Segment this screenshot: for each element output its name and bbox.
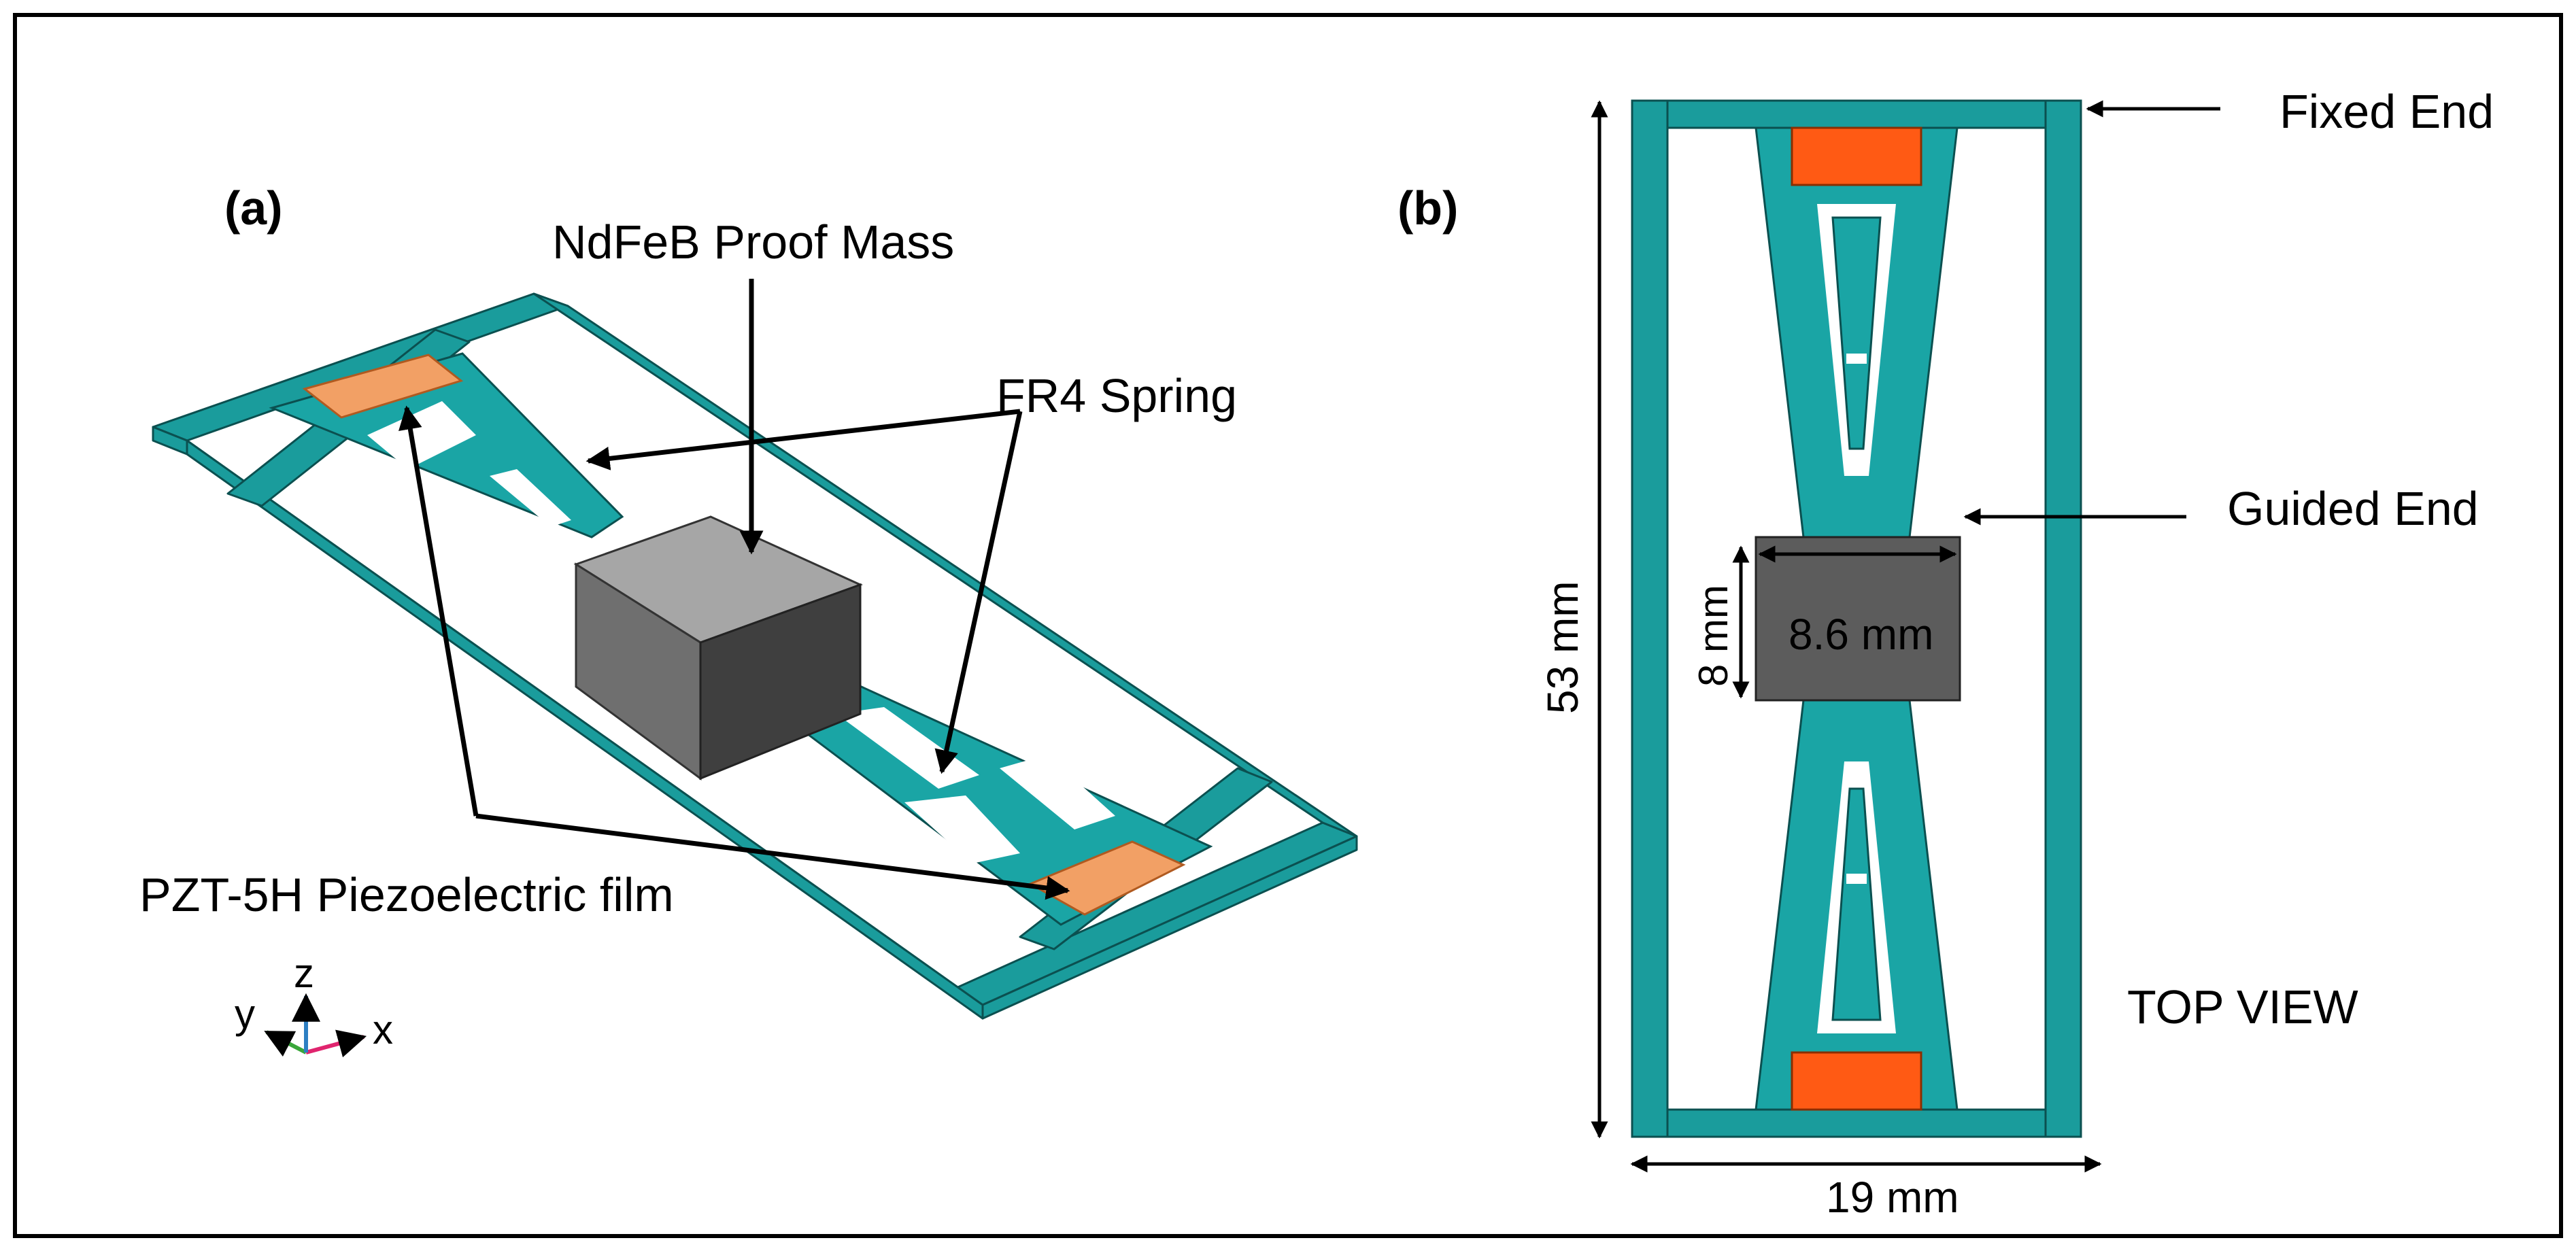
spring-upper-slot-bridge: [1846, 354, 1867, 364]
spring-lower-slot-core: [1831, 787, 1882, 1021]
proof-mass-cube: [573, 515, 863, 781]
spring-right-slot-3: [1000, 755, 1115, 829]
spring-right-slot-2: [904, 795, 1020, 863]
spring-left-slot-1: [367, 401, 476, 469]
panel-a-label: (a): [224, 182, 283, 235]
frame-3d: [152, 292, 1358, 1020]
dimension-lines: [1591, 100, 2220, 1173]
fixed-end-label: Fixed End: [2280, 85, 2494, 138]
axis-z-label: z: [294, 950, 314, 996]
axis-x-label: x: [373, 1007, 393, 1052]
arrow-spring-left: [586, 409, 1021, 470]
dim-8-6mm-label: 8.6 mm: [1789, 610, 1933, 659]
annotation-arrows-a: [399, 279, 1070, 900]
panel-a-3d-view: (a) NdFeB Proof Mass FR4 Spring PZT-5H P…: [139, 182, 1358, 1058]
guided-end-label: Guided End: [2227, 482, 2479, 535]
frame-end-cap-left: [152, 426, 188, 456]
spring-lower-top-view: [1755, 699, 1959, 1111]
spring-label: FR4 Spring: [996, 369, 1237, 422]
spring-left-3d: [269, 352, 624, 538]
spring-upper-top-view: [1755, 126, 1959, 538]
axis-triad: [264, 993, 367, 1058]
proof-mass-side-face: [699, 583, 862, 781]
piezo-film-lower: [1791, 1051, 1922, 1111]
top-view-label: TOP VIEW: [2127, 980, 2358, 1033]
frame-top-view: [1631, 99, 2082, 1138]
piezo-film-label: PZT-5H Piezoelectric film: [139, 868, 674, 921]
frame-bottom-rail: [1631, 1108, 2082, 1138]
arrow-spring-right: [934, 411, 1023, 774]
piezo-film-upper: [1791, 126, 1922, 186]
dim-19mm-label: 19 mm: [1826, 1173, 1959, 1222]
arrow-film-right: [475, 813, 1070, 900]
spring-left-slot-2: [490, 469, 571, 527]
spring-upper-slot-core: [1831, 216, 1882, 450]
axis-y-line: [264, 1030, 307, 1057]
piezo-film-left: [302, 354, 464, 419]
figure-border: [13, 13, 2563, 1238]
panel-b-top-view: (b): [1397, 85, 2494, 1222]
frame-right-rail: [2044, 99, 2082, 1138]
axis-y-label: y: [235, 991, 255, 1037]
spring-lower-slot-bridge: [1846, 874, 1867, 884]
panel-b-label: (b): [1397, 182, 1458, 235]
proof-mass-top-view: [1755, 536, 1961, 702]
dim-53mm-label: 53 mm: [1538, 581, 1587, 714]
dim-8mm-label: 8 mm: [1691, 585, 1736, 687]
proof-mass-label: NdFeB Proof Mass: [552, 216, 954, 269]
frame-left-rail: [1631, 99, 1669, 1138]
frame-top-rail: [1631, 99, 2082, 129]
frame-near-rail-side: [981, 835, 1358, 1020]
axis-x-line: [305, 1029, 367, 1058]
arrow-film-left: [399, 405, 479, 817]
